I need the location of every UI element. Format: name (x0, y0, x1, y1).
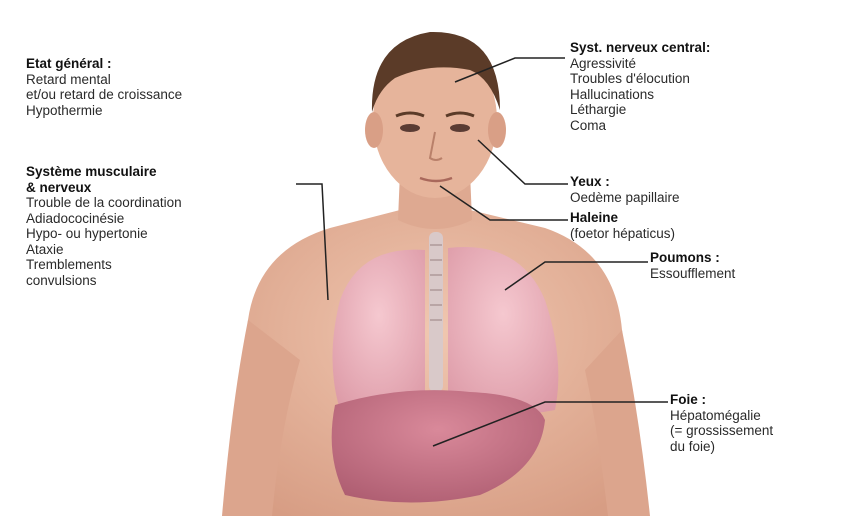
label-snc-line: Léthargie (570, 102, 710, 118)
trachea (429, 232, 443, 392)
label-snc-line: Hallucinations (570, 87, 710, 103)
label-foie-line: Hépatomégalie (670, 408, 773, 424)
label-muscle-title: Système musculaire (26, 164, 182, 180)
label-poumons-line: Essoufflement (650, 266, 735, 282)
right-eye (450, 124, 470, 132)
label-muscle-line: Hypo- ou hypertonie (26, 226, 182, 242)
label-foie-title: Foie : (670, 392, 773, 408)
label-etat-general: Etat général : Retard mental et/ou retar… (26, 56, 182, 118)
label-systeme-nerveux-central: Syst. nerveux central: Agressivité Troub… (570, 40, 710, 133)
label-muscle-line: Ataxie (26, 242, 182, 258)
label-snc-title: Syst. nerveux central: (570, 40, 710, 56)
right-ear (488, 112, 506, 148)
label-haleine-title: Haleine (570, 210, 675, 226)
label-haleine: Haleine (foetor hépaticus) (570, 210, 675, 241)
label-yeux-line: Oedème papillaire (570, 190, 680, 206)
label-systeme-musculaire: Système musculaire & nerveux Trouble de … (26, 164, 182, 288)
label-foie-line: du foie) (670, 439, 773, 455)
label-snc-line: Coma (570, 118, 710, 134)
label-foie: Foie : Hépatomégalie (= grossissement du… (670, 392, 773, 454)
label-poumons-title: Poumons : (650, 250, 735, 266)
label-etat-line: Hypothermie (26, 103, 182, 119)
label-muscle-line: Tremblements (26, 257, 182, 273)
label-haleine-line: (foetor hépaticus) (570, 226, 675, 242)
label-yeux-title: Yeux : (570, 174, 680, 190)
label-muscle-line: Trouble de la coordination (26, 195, 182, 211)
label-muscle-line: convulsions (26, 273, 182, 289)
label-muscle-title: & nerveux (26, 180, 182, 196)
label-etat-line: Retard mental (26, 72, 182, 88)
label-muscle-line: Adiadococinésie (26, 211, 182, 227)
label-etat-line: et/ou retard de croissance (26, 87, 182, 103)
label-snc-line: Troubles d'élocution (570, 71, 710, 87)
label-yeux: Yeux : Oedème papillaire (570, 174, 680, 205)
left-eye (400, 124, 420, 132)
label-snc-line: Agressivité (570, 56, 710, 72)
label-poumons: Poumons : Essoufflement (650, 250, 735, 281)
label-foie-line: (= grossissement (670, 423, 773, 439)
label-etat-title: Etat général : (26, 56, 182, 72)
left-ear (365, 112, 383, 148)
